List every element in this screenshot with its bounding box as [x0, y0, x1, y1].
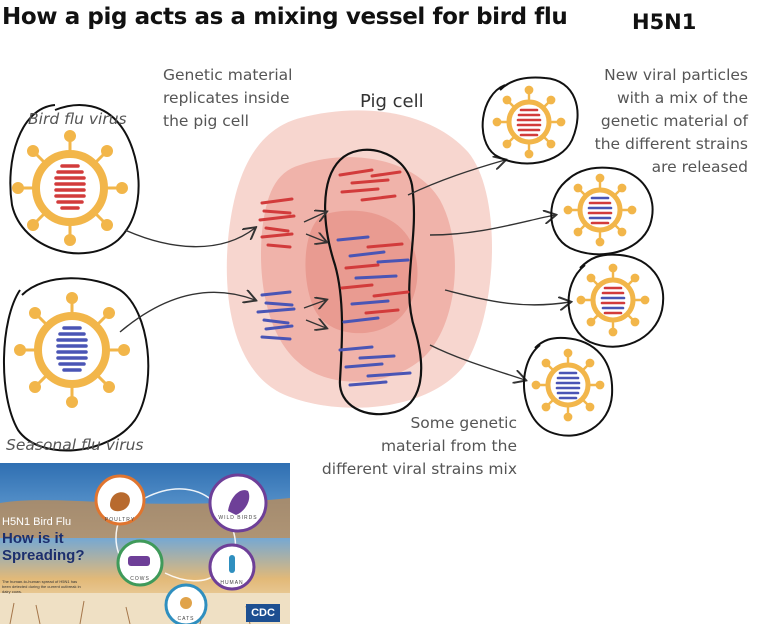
seasonal-flu-virus-label: Seasonal flu virus — [6, 436, 144, 454]
bird-flu-virus — [9, 104, 140, 255]
inset-note: The human-to-human spread of H5N1 has be… — [2, 579, 81, 594]
mixing-region-outline — [324, 148, 423, 416]
bird-flu-virus-label: Bird flu virus — [28, 110, 127, 128]
input-arrows — [119, 228, 255, 333]
new-particles-label: New viral particles with a mix of the ge… — [594, 66, 748, 176]
cdc-logo: CDC — [246, 604, 280, 622]
new-particle-3 — [567, 253, 665, 348]
cats-label: CATS — [177, 616, 195, 622]
poultry-label: POULTRY — [104, 517, 136, 523]
strain-tag: H5N1 — [632, 10, 697, 34]
new-particle-1 — [481, 76, 579, 165]
cows-node — [116, 539, 164, 587]
wild-birds-node — [208, 473, 268, 533]
pig-cell-label: Pig cell — [360, 91, 424, 112]
output-arrows — [407, 160, 570, 380]
cdc-inset-graphic: H5N1 Bird Flu How is it Spreading? The h… — [0, 463, 290, 624]
cats-node — [164, 583, 208, 624]
new-particle-4 — [523, 336, 614, 437]
new-particle-2 — [550, 166, 654, 256]
page-title: How a pig acts as a mixing vessel for bi… — [2, 4, 568, 30]
human-label: HUMAN — [220, 580, 244, 586]
red-rna-replicating — [258, 197, 296, 249]
mixing-vessel-diagram — [2, 76, 665, 452]
inset-headline: How is it Spreading? — [2, 530, 85, 564]
mixed-rna — [336, 168, 412, 387]
pig-cell — [226, 110, 492, 408]
poultry-node — [94, 474, 146, 526]
inner-arrows — [303, 212, 326, 328]
cows-label: COWS — [130, 576, 150, 582]
genetic-material-label: Genetic material replicates inside the p… — [163, 66, 293, 130]
inset-subtitle: H5N1 Bird Flu — [2, 516, 72, 528]
human-node — [208, 543, 256, 591]
genetic-mix-label: Some genetic material from the different… — [321, 414, 517, 478]
seasonal-flu-virus — [2, 277, 150, 452]
blue-rna-replicating — [256, 290, 296, 341]
wild-birds-label: WILD BIRDS — [218, 515, 258, 521]
